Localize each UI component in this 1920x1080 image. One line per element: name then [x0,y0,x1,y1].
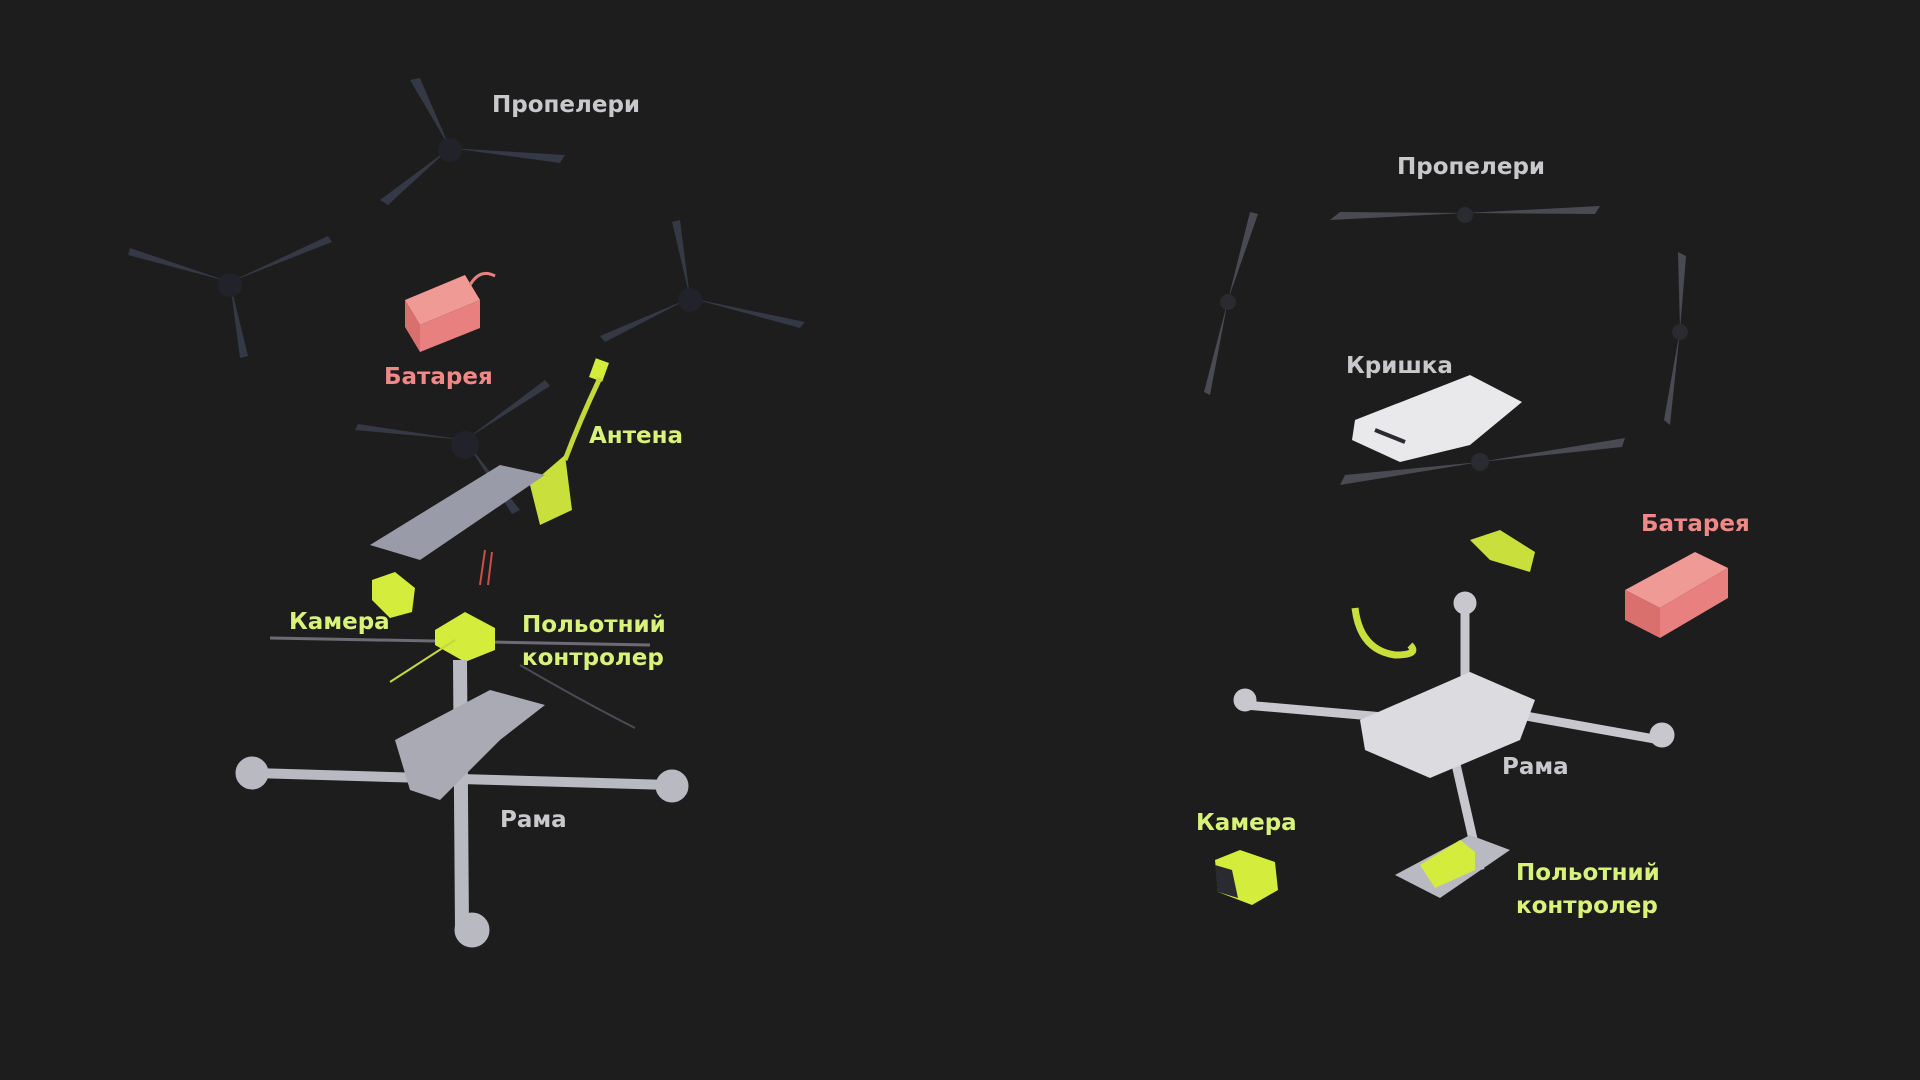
label-right-propellers: Пропелери [1397,154,1546,180]
left-propeller-mid [355,380,550,514]
right-propellers [1204,206,1688,485]
left-antenna [530,358,609,525]
left-propeller-left [128,236,332,358]
left-flight-controller [269,549,651,683]
left-top-plate [370,465,545,560]
label-right-flight-controller-2: контролер [1516,893,1658,919]
label-right-flight-controller-1: Польотний [1516,860,1660,886]
left-frame [235,659,689,948]
left-camera [372,572,415,618]
right-camera [1215,850,1278,905]
right-cover [1352,375,1522,462]
label-right-frame: Рама [1502,754,1569,780]
label-left-camera: Камера [289,609,390,635]
label-right-battery: Батарея [1641,511,1750,537]
left-propeller-top [380,78,565,205]
label-left-frame: Рама [500,807,567,833]
left-propeller-right [600,220,805,342]
right-flight-controller [1395,835,1510,898]
label-right-cover: Кришка [1346,353,1453,379]
left-battery [405,272,496,352]
label-left-flight-controller-1: Польотний [522,612,666,638]
label-left-antenna: Антена [589,423,684,449]
right-camera-mount [1351,530,1535,659]
label-right-camera: Камера [1196,810,1297,836]
label-left-battery: Батарея [384,364,493,390]
label-left-flight-controller-2: контролер [522,645,664,671]
right-frame [1233,591,1675,871]
label-left-propellers: Пропелери [492,92,641,118]
right-battery [1625,552,1728,638]
